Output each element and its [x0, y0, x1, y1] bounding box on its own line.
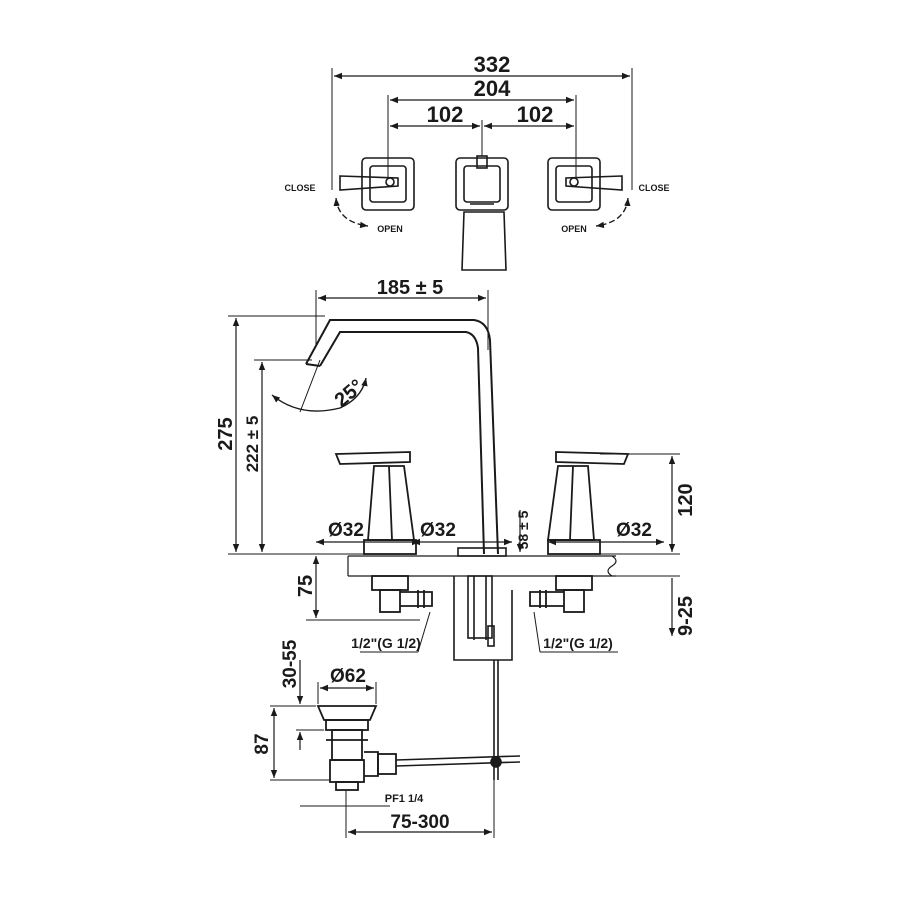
- dim-102-right: 102: [517, 102, 554, 127]
- left-handle: [334, 451, 433, 613]
- open-arrow-right: [595, 197, 631, 229]
- angle-ref-line: [299, 359, 321, 413]
- open-label-right: OPEN: [561, 224, 587, 234]
- top-extension-lines: [331, 68, 633, 190]
- dim-102-left: 102: [427, 102, 464, 127]
- close-label-left: CLOSE: [284, 183, 315, 193]
- dim-120: 120: [675, 483, 697, 516]
- dim-58: 58 ± 5: [515, 510, 531, 549]
- spout: [305, 319, 499, 555]
- deck: [347, 555, 617, 577]
- side-view: 185 ± 5 25° 275 222 ± 5 120 58 ± 5 9-25 …: [215, 277, 697, 661]
- dia32-right: Ø32: [616, 520, 652, 541]
- dim-222: 222 ± 5: [243, 416, 262, 473]
- drain-body: [316, 705, 397, 791]
- top-spout: [455, 155, 509, 271]
- dim-185: 185 ± 5: [377, 277, 444, 299]
- drain-view: 30-55 Ø62 87 PF1 1/4 75-300: [252, 639, 521, 838]
- top-right-handle: [547, 157, 623, 211]
- dim-9-25: 9-25: [675, 596, 697, 636]
- spout-base: [453, 547, 513, 661]
- dim-75: 75: [295, 575, 317, 597]
- dim-332: 332: [474, 52, 511, 77]
- dia32-center: Ø32: [420, 520, 456, 541]
- open-label-left: OPEN: [377, 224, 403, 234]
- thread-label: PF1 1/4: [385, 793, 424, 805]
- dim-30-55: 30-55: [280, 639, 301, 688]
- dim-87: 87: [252, 733, 273, 754]
- top-view: 332 204 102 102 CLOSE CLOS: [284, 52, 670, 271]
- dia32-left: Ø32: [328, 520, 364, 541]
- connection-left: 1/2"(G 1/2): [351, 635, 421, 651]
- top-left-handle: [339, 157, 415, 211]
- dim-75-300: 75-300: [390, 812, 449, 833]
- drain-extension-lines: [270, 682, 495, 838]
- drain-rod: [395, 660, 521, 780]
- right-handle: [529, 451, 630, 613]
- connection-right: 1/2"(G 1/2): [543, 635, 613, 651]
- dim-275: 275: [215, 417, 237, 450]
- angle-arc: [271, 377, 368, 412]
- dim-dia62: Ø62: [330, 666, 366, 687]
- side-extension-lines: [228, 290, 680, 621]
- dim-25-degrees: 25°: [331, 375, 368, 411]
- close-label-right: CLOSE: [638, 183, 669, 193]
- open-arrow-left: [333, 197, 369, 229]
- connection-callouts: [360, 611, 618, 653]
- dim-204: 204: [474, 76, 511, 101]
